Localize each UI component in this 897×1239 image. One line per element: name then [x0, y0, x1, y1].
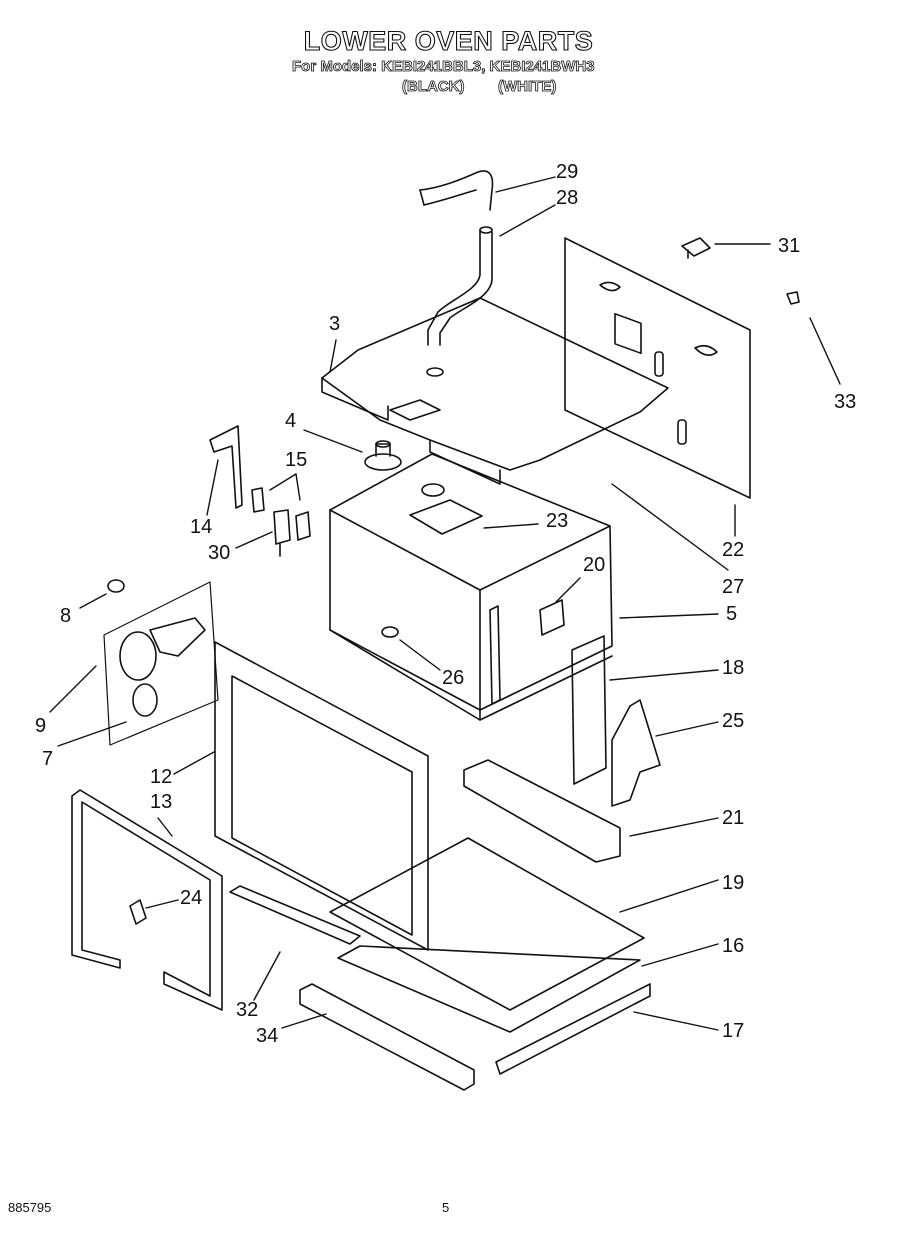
- callout-22: 22: [722, 539, 744, 561]
- document-number: 885795: [8, 1200, 52, 1215]
- switch-part-30: [273, 509, 291, 557]
- latch-part-24: [129, 899, 147, 925]
- callout-33: 33: [834, 391, 856, 413]
- floor-plate-part-19: [329, 837, 645, 1011]
- variant-black: (BLACK): [402, 78, 465, 96]
- callout-5: 5: [726, 603, 737, 625]
- callout-4: 4: [285, 410, 296, 432]
- callout-3: 3: [329, 313, 340, 335]
- leader-lines: [49, 176, 841, 1031]
- callout-13: 13: [150, 791, 172, 813]
- clip-part-33: [786, 291, 800, 305]
- callout-34: 34: [256, 1025, 278, 1047]
- door-gasket-part-13: [71, 789, 223, 1011]
- callout-30: 30: [208, 542, 230, 564]
- models-line: For Models: KEBI241BBL3, KEBI241BWH3: [292, 58, 595, 76]
- gasket-part-8: [107, 579, 125, 593]
- shield-part-16: [337, 945, 641, 1033]
- light-assembly: [103, 579, 219, 746]
- bracket-part-32: [229, 885, 361, 945]
- callout-25: 25: [722, 710, 744, 732]
- variant-white: (WHITE): [498, 78, 557, 96]
- page-number: 5: [442, 1200, 450, 1215]
- callout-19: 19: [722, 872, 744, 894]
- door-frame-part-12: [214, 641, 429, 951]
- callout-14: 14: [190, 516, 212, 538]
- hinge-part-25: [611, 699, 661, 807]
- terminal-block-part-31: [681, 237, 711, 259]
- callout-17: 17: [722, 1020, 744, 1042]
- callout-15: 15: [285, 449, 307, 471]
- callout-8: 8: [60, 605, 71, 627]
- page-title: LOWER OVEN PARTS: [303, 25, 594, 56]
- callout-7: 7: [42, 748, 53, 770]
- rail-part-18: [571, 635, 607, 785]
- oven-cavity: [329, 453, 613, 721]
- hinge-part-15: [251, 487, 311, 541]
- trim-part-17: [495, 983, 651, 1075]
- bracket-part-14: [209, 425, 243, 509]
- vent-part-34: [299, 983, 475, 1091]
- callout-21: 21: [722, 807, 744, 829]
- callout-24: 24: [180, 887, 202, 909]
- hose-part-29: [419, 170, 494, 211]
- tube-part-28: [427, 226, 493, 346]
- callout-27: 27: [722, 576, 744, 598]
- sensor-part-4: [364, 440, 402, 471]
- callout-labels: 29 28 31 3 33 4 15 14 23 30 22 27 20 8 5…: [35, 161, 856, 1047]
- rail-part-21: [463, 759, 621, 863]
- callout-23: 23: [546, 510, 568, 532]
- back-panel: [564, 237, 751, 499]
- callout-28: 28: [556, 187, 578, 209]
- callout-9: 9: [35, 715, 46, 737]
- callout-18: 18: [722, 657, 744, 679]
- callout-29: 29: [556, 161, 578, 183]
- callout-12: 12: [150, 766, 172, 788]
- callout-16: 16: [722, 935, 744, 957]
- callout-26: 26: [442, 667, 464, 689]
- callout-20: 20: [583, 554, 605, 576]
- callout-32: 32: [236, 999, 258, 1021]
- callout-31: 31: [778, 235, 800, 257]
- oven-top-plate: [321, 297, 669, 485]
